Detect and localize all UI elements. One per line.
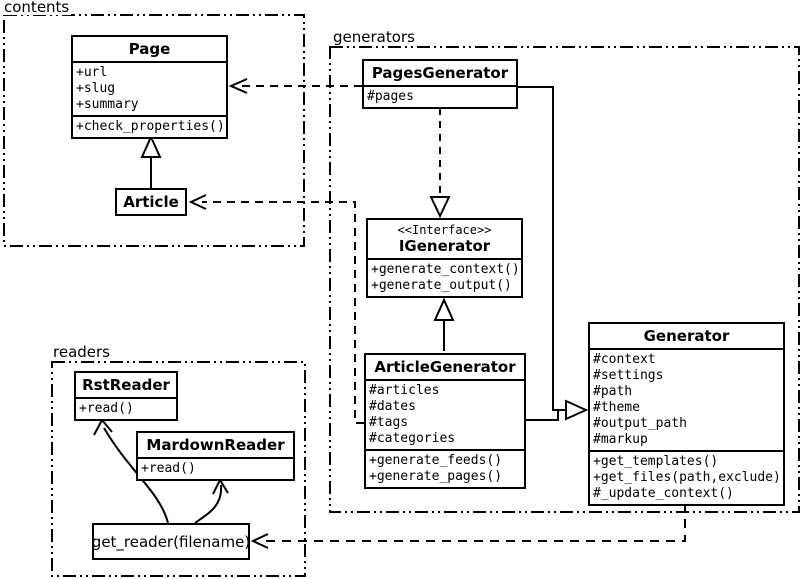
class-igenerator-stereotype: <<Interface>> (397, 223, 492, 237)
attribute-row: #markup (593, 432, 648, 447)
class-page: Page +url +slug +summary +check_properti… (71, 35, 228, 139)
class-article-title: Article (123, 193, 179, 211)
class-rstreader: RstReader +read() (74, 371, 178, 421)
attribute-row: +url (76, 65, 108, 80)
class-articlegenerator: ArticleGenerator #articles #dates #tags … (364, 353, 526, 489)
method-row: #_update_context() (593, 486, 734, 501)
class-igenerator-methods: +generate_context() +generate_output() (368, 258, 521, 296)
class-page-attributes: +url +slug +summary (73, 61, 226, 115)
class-page-title: Page (128, 40, 171, 58)
method-row: +read() (79, 401, 134, 416)
attribute-row: #pages (367, 89, 414, 104)
edge-pagesgenerator-to-generator-inheritance (518, 86, 566, 411)
class-igenerator: <<Interface>> IGenerator +generate_conte… (366, 218, 523, 298)
package-readers-border (51, 361, 306, 577)
class-generator: Generator #context #settings #path #them… (588, 322, 785, 506)
class-articlegenerator-attributes: #articles #dates #tags #categories (366, 379, 524, 449)
class-rstreader-title: RstReader (82, 376, 170, 394)
attribute-row: #context (593, 352, 656, 367)
attribute-row: +summary (76, 97, 139, 112)
attribute-row: #settings (593, 368, 664, 383)
method-row: +generate_pages() (369, 469, 503, 484)
edge-articlegenerator-to-igenerator-inheritance (433, 297, 455, 351)
method-row: +generate_output() (371, 278, 512, 293)
package-contents-border (3, 14, 305, 247)
method-row: +get_files(path,exclude) (593, 470, 781, 485)
package-generators-border (329, 46, 800, 513)
package-label-generators: generators (331, 28, 417, 46)
function-node-get-reader: get_reader(filename) (92, 523, 250, 560)
class-article: Article (115, 188, 187, 216)
attribute-row: #categories (369, 431, 456, 446)
method-row: +read() (141, 461, 196, 476)
edge-articlegenerator-to-generator-inheritance (526, 399, 589, 421)
attribute-row: #output_path (593, 416, 687, 431)
attribute-row: #path (593, 384, 633, 399)
edge-generator-to-getreader-dependency (250, 503, 686, 549)
class-articlegenerator-title: ArticleGenerator (374, 358, 516, 376)
class-articlegenerator-methods: +generate_feeds() +generate_pages() (366, 449, 524, 487)
attribute-row: #theme (593, 400, 640, 415)
class-generator-title: Generator (643, 327, 730, 345)
class-generator-methods: +get_templates() +get_files(path,exclude… (590, 450, 783, 504)
class-mardownreader-title: MardownReader (146, 436, 285, 454)
attribute-row: #articles (369, 383, 440, 398)
class-pagesgenerator: PagesGenerator #pages (362, 59, 518, 109)
method-row: +generate_feeds() (369, 453, 503, 468)
edge-article-to-page-inheritance (140, 134, 162, 188)
class-generator-attributes: #context #settings #path #theme #output_… (590, 348, 783, 450)
class-igenerator-title: IGenerator (398, 237, 491, 255)
class-page-methods: +check_properties() (73, 115, 226, 137)
class-mardownreader: MardownReader +read() (136, 431, 295, 481)
edge-pagesgenerator-to-page-dependency (228, 78, 362, 94)
edge-articlegenerator-to-article-dependency (188, 194, 364, 424)
attribute-row: #dates (369, 399, 416, 414)
edge-getreader-to-mardownreader-call (194, 477, 229, 524)
class-pagesgenerator-title: PagesGenerator (371, 64, 509, 82)
method-row: +get_templates() (593, 454, 719, 469)
class-pagesgenerator-attributes: #pages (364, 85, 516, 107)
edge-pagesgenerator-to-igenerator-realization (429, 108, 451, 219)
method-row: +check_properties() (76, 119, 225, 134)
package-label-readers: readers (51, 343, 112, 361)
package-label-contents: contents (2, 0, 72, 16)
attribute-row: +slug (76, 81, 116, 96)
class-rstreader-methods: +read() (76, 397, 176, 419)
method-row: +generate_context() (371, 262, 520, 277)
attribute-row: #tags (369, 415, 409, 430)
class-mardownreader-methods: +read() (138, 457, 293, 479)
